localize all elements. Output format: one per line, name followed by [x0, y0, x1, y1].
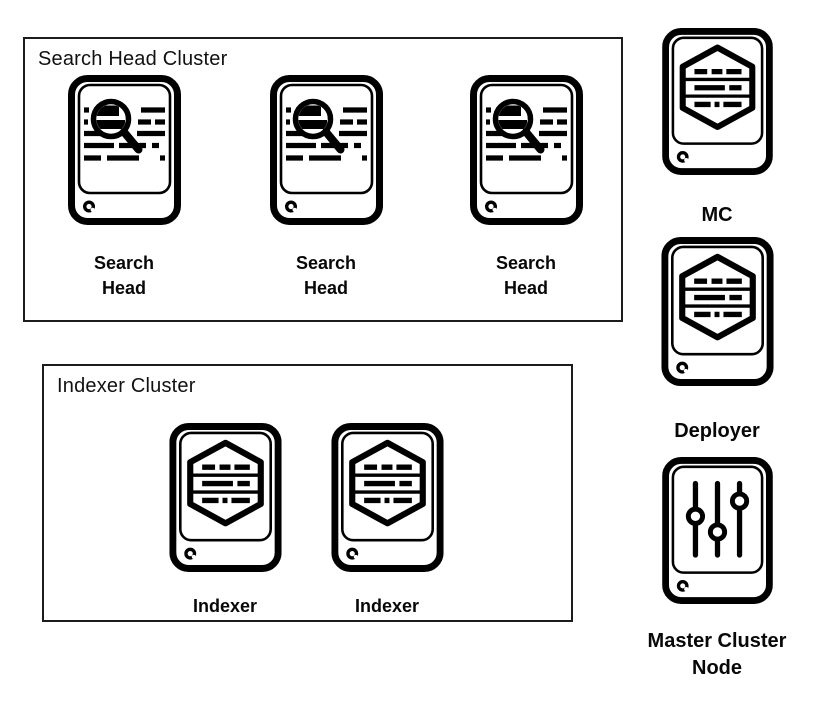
server-database-icon — [661, 237, 774, 386]
node-label-line: Search — [295, 253, 357, 273]
node-label: Master Cluster Node — [648, 628, 787, 682]
node-label: Indexer — [355, 594, 419, 619]
node-label: Search Head — [296, 251, 356, 301]
node-label-line: Head — [503, 278, 548, 298]
node-indexer-1: Indexer — [145, 423, 305, 619]
node-label-line: Head — [101, 278, 146, 298]
node-label-line: MC — [701, 204, 733, 226]
search-head-icon — [470, 75, 583, 225]
node-label-line: Search — [93, 253, 155, 273]
indexer-icon — [169, 423, 282, 572]
node-label-line: Indexer — [354, 596, 420, 616]
server-sliders-icon — [661, 457, 774, 604]
group-title-indexer-cluster: Indexer Cluster — [57, 375, 196, 397]
node-deployer: Deployer — [637, 237, 797, 445]
node-label-line: Master Cluster — [647, 630, 787, 652]
indexer-icon — [331, 423, 444, 572]
node-label-line: Head — [303, 278, 348, 298]
node-label-line: Deployer — [674, 420, 760, 442]
server-database-icon — [661, 28, 774, 175]
node-label-line: Indexer — [192, 596, 258, 616]
search-head-icon — [270, 75, 383, 225]
node-indexer-2: Indexer — [307, 423, 467, 619]
node-label-line: Search — [495, 253, 557, 273]
node-label: MC — [701, 202, 732, 229]
node-label: Deployer — [674, 418, 760, 445]
node-label: Search Head — [94, 251, 154, 301]
search-head-icon — [68, 75, 181, 225]
node-search-head-2: Search Head — [246, 75, 406, 301]
node-label-line: Node — [692, 657, 742, 679]
node-label: Search Head — [496, 251, 556, 301]
group-title-search-head-cluster: Search Head Cluster — [38, 48, 228, 70]
node-search-head-3: Search Head — [446, 75, 606, 301]
group-box-indexer-cluster: Indexer Cluster — [42, 364, 573, 622]
node-master-cluster-node: Master Cluster Node — [637, 457, 797, 682]
node-label: Indexer — [193, 594, 257, 619]
node-search-head-1: Search Head — [44, 75, 204, 301]
node-mc: MC — [637, 28, 797, 229]
